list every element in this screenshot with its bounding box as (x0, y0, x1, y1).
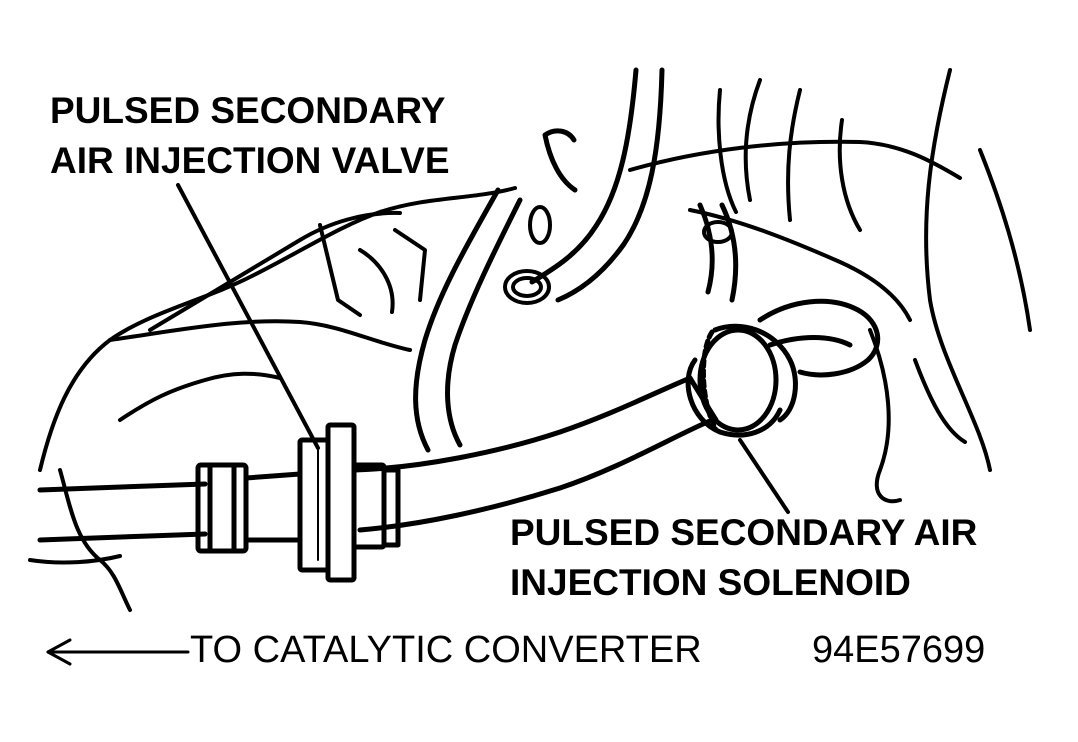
solenoid-body (685, 298, 881, 438)
solenoid-callout-line-1: PULSED SECONDARY AIR (510, 512, 978, 553)
valve-callout-line-2: AIR INJECTION VALVE (50, 140, 450, 181)
solenoid-leader-line (738, 438, 790, 514)
solenoid-callout-line-2: INJECTION SOLENOID (510, 562, 911, 603)
valve-callout-label: PULSED SECONDARY AIR INJECTION VALVE (50, 86, 450, 186)
figure-id-label: 94E57699 (812, 629, 986, 671)
engine-block-outline (28, 68, 1032, 612)
hose-clamps (503, 205, 734, 305)
left-arrow-icon (46, 638, 190, 666)
valve-leader-line (176, 183, 320, 450)
converter-pipe (37, 462, 303, 554)
valve-callout-line-1: PULSED SECONDARY (50, 90, 446, 131)
leader-lines (176, 183, 790, 514)
catalytic-converter-label: TO CATALYTIC CONVERTER (190, 629, 702, 671)
injection-valve (297, 422, 401, 583)
solenoid-callout-label: PULSED SECONDARY AIR INJECTION SOLENOID (510, 508, 977, 608)
vacuum-hoses (413, 67, 739, 453)
